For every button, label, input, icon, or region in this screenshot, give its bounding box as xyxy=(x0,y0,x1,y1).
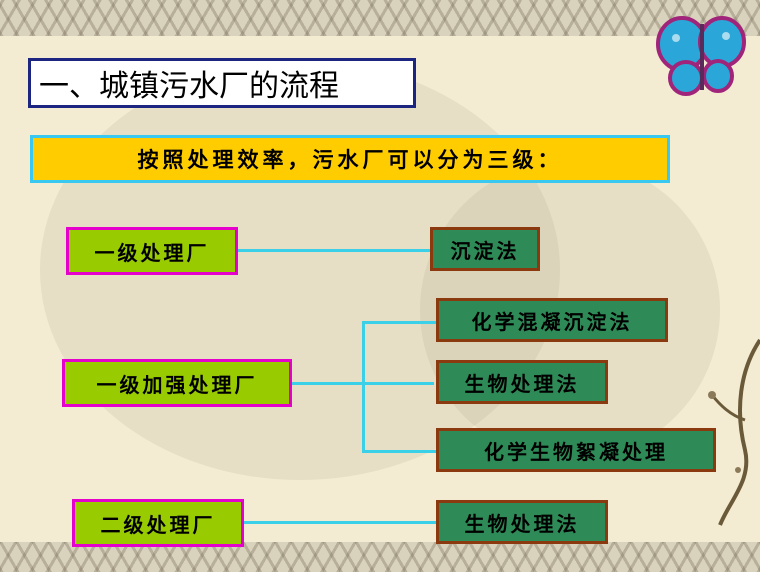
method-box: 化学生物絮凝处理 xyxy=(436,428,716,472)
bottom-border-pattern xyxy=(0,542,760,572)
method-box: 生物处理法 xyxy=(436,360,608,404)
connector-line xyxy=(362,321,436,324)
connector-line xyxy=(244,521,436,524)
top-border-pattern xyxy=(0,0,760,36)
butterfly-icon xyxy=(656,16,746,96)
connector-line xyxy=(362,450,436,453)
method-box: 沉淀法 xyxy=(430,227,540,271)
secondary-plant-box: 二级处理厂 xyxy=(72,499,244,547)
page-title: 一、城镇污水厂的流程 xyxy=(28,58,416,108)
method-box: 化学混凝沉淀法 xyxy=(436,298,668,342)
plum-branch-decoration xyxy=(708,338,760,526)
subtitle-banner: 按照处理效率，污水厂可以分为三级： xyxy=(30,135,670,183)
method-box: 生物处理法 xyxy=(436,500,608,544)
connector-line xyxy=(238,249,430,252)
enhanced-primary-plant-box: 一级加强处理厂 xyxy=(62,359,292,407)
connector-line xyxy=(362,321,365,452)
primary-plant-box: 一级处理厂 xyxy=(66,227,238,275)
